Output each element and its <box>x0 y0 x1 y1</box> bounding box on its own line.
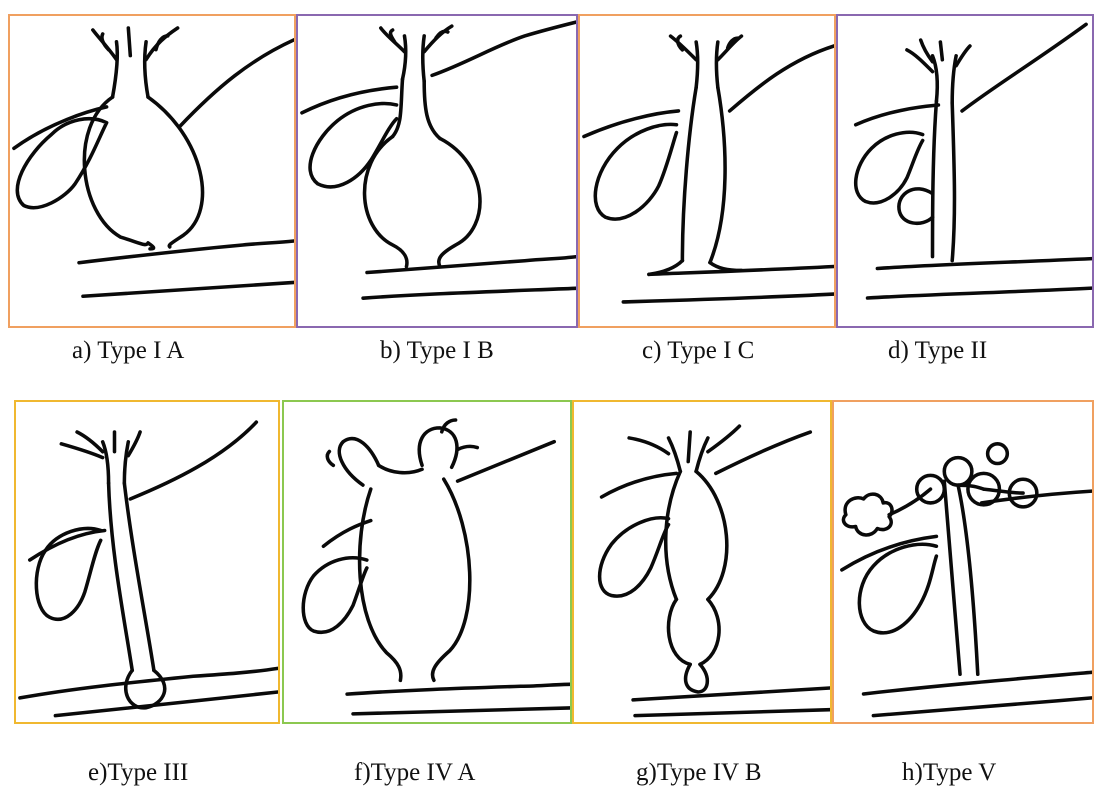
panel-type-1c <box>578 14 836 328</box>
caption-type-3: e)Type III <box>88 760 188 785</box>
cyst-type-1a-icon <box>10 16 294 326</box>
panel-type-4b <box>572 400 832 724</box>
cyst-type-1c-icon <box>580 16 834 326</box>
caption-type-5: h)Type V <box>902 760 996 785</box>
caption-type-2: d) Type II <box>888 338 987 363</box>
panel-type-3 <box>14 400 280 724</box>
panel-type-4a <box>282 400 572 724</box>
cyst-type-2-icon <box>838 16 1092 326</box>
caption-type-4b: g)Type IV B <box>636 760 762 785</box>
cyst-type-5-icon <box>834 402 1092 722</box>
panel-type-5 <box>832 400 1094 724</box>
cyst-type-1b-icon <box>298 16 576 326</box>
cyst-type-3-icon <box>16 402 278 722</box>
caption-type-1c: c) Type I C <box>642 338 754 363</box>
cyst-type-4b-icon <box>574 402 830 722</box>
cyst-type-4a-icon <box>284 402 570 722</box>
panel-type-1a <box>8 14 296 328</box>
caption-type-4a: f)Type IV A <box>354 760 475 785</box>
panel-type-1b <box>296 14 578 328</box>
caption-type-1b: b) Type I B <box>380 338 494 363</box>
panel-type-2 <box>836 14 1094 328</box>
caption-type-1a: a) Type I A <box>72 338 184 363</box>
